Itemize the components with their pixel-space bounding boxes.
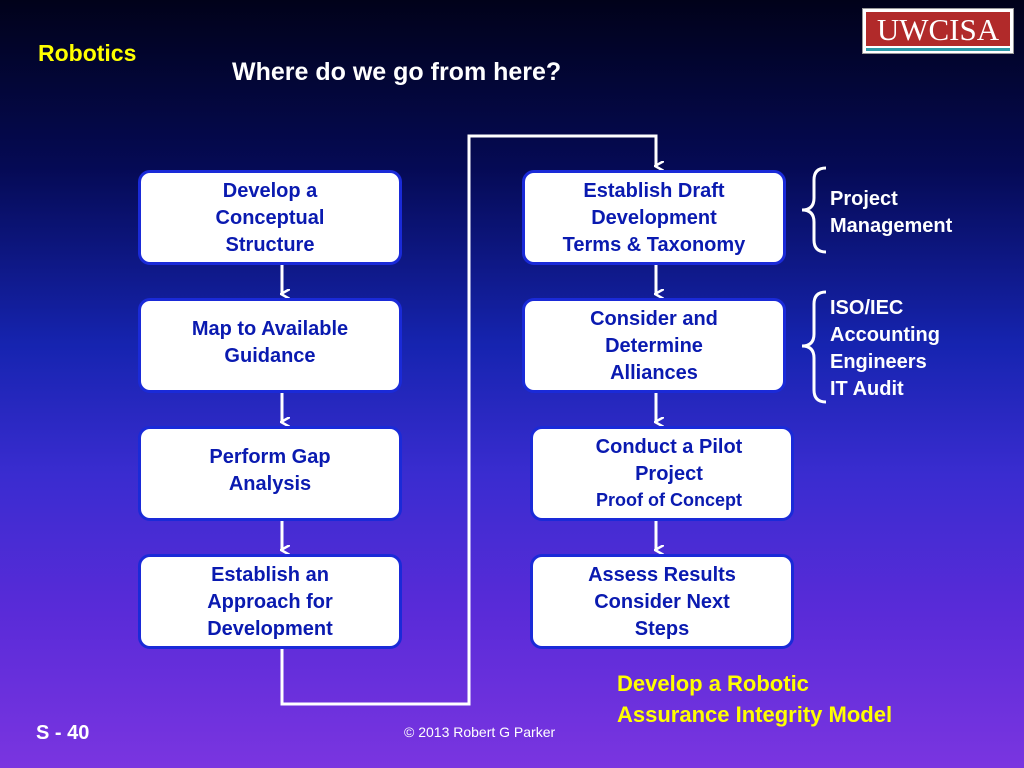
brace-1: [801, 166, 827, 254]
step-assess-results: Assess Results Consider Next Steps: [530, 554, 794, 649]
step-line: Establish an: [211, 564, 329, 586]
logo-text: UWCISA: [866, 12, 1010, 47]
step-line: Terms & Taxonomy: [562, 234, 746, 256]
step-line: Structure: [225, 234, 315, 256]
step-line: Analysis: [228, 473, 312, 495]
step-conduct-pilot: Conduct a Pilot Project Proof of Concept: [530, 426, 794, 521]
step-line: Assess Results: [588, 564, 736, 586]
section-label: Robotics: [38, 40, 137, 66]
step-line: Consider and: [590, 308, 718, 330]
copyright: © 2013 Robert G Parker: [404, 724, 556, 740]
step-line: Map to Available: [191, 318, 349, 340]
step-determine-alliances: Consider and Determine Alliances: [522, 298, 786, 393]
side-note-project-management: Project Management: [830, 186, 952, 240]
step-line: Steps: [634, 618, 690, 640]
logo-underline: [866, 48, 1010, 51]
step-perform-gap-analysis: Perform Gap Analysis: [138, 426, 402, 521]
slide-title: Where do we go from here?: [232, 58, 562, 86]
side-note-line: ISO/IEC: [830, 297, 904, 319]
step-subline: Proof of Concept: [596, 490, 742, 510]
step-line: Consider Next: [594, 591, 730, 613]
step-develop-conceptual-structure: Develop a Conceptual Structure: [138, 170, 402, 265]
step-line: Determine: [605, 335, 703, 357]
step-line: Alliances: [610, 362, 698, 384]
step-line: Project: [635, 463, 703, 485]
slide-number: S - 40: [36, 722, 90, 744]
step-line: Development: [591, 207, 717, 229]
step-line: Perform Gap: [209, 446, 331, 468]
model-caption-line: Assurance Integrity Model: [617, 702, 893, 727]
side-note-line: Project: [830, 188, 898, 210]
step-line: Conceptual: [215, 207, 325, 229]
step-line: Conduct a Pilot: [595, 436, 743, 458]
side-note-line: IT Audit: [830, 378, 904, 400]
model-caption: Develop a Robotic Assurance Integrity Mo…: [617, 668, 892, 730]
side-note-line: Engineers: [830, 351, 927, 373]
model-caption-line: Develop a Robotic: [617, 671, 809, 696]
side-note-line: Management: [830, 215, 953, 237]
brace-2: [801, 290, 827, 404]
step-establish-draft-terms: Establish Draft Development Terms & Taxo…: [522, 170, 786, 265]
step-line: Establish Draft: [583, 180, 725, 202]
step-map-to-guidance: Map to Available Guidance: [138, 298, 402, 393]
step-line: Develop a: [222, 180, 318, 202]
step-establish-approach: Establish an Approach for Development: [138, 554, 402, 649]
side-note-alliances: ISO/IEC Accounting Engineers IT Audit: [830, 295, 940, 403]
arrow-transfer: [280, 134, 656, 706]
uwcisa-logo: UWCISA: [862, 8, 1014, 54]
step-line: Development: [207, 618, 333, 640]
step-line: Guidance: [224, 345, 316, 367]
side-note-line: Accounting: [830, 324, 940, 346]
step-line: Approach for: [207, 591, 333, 613]
